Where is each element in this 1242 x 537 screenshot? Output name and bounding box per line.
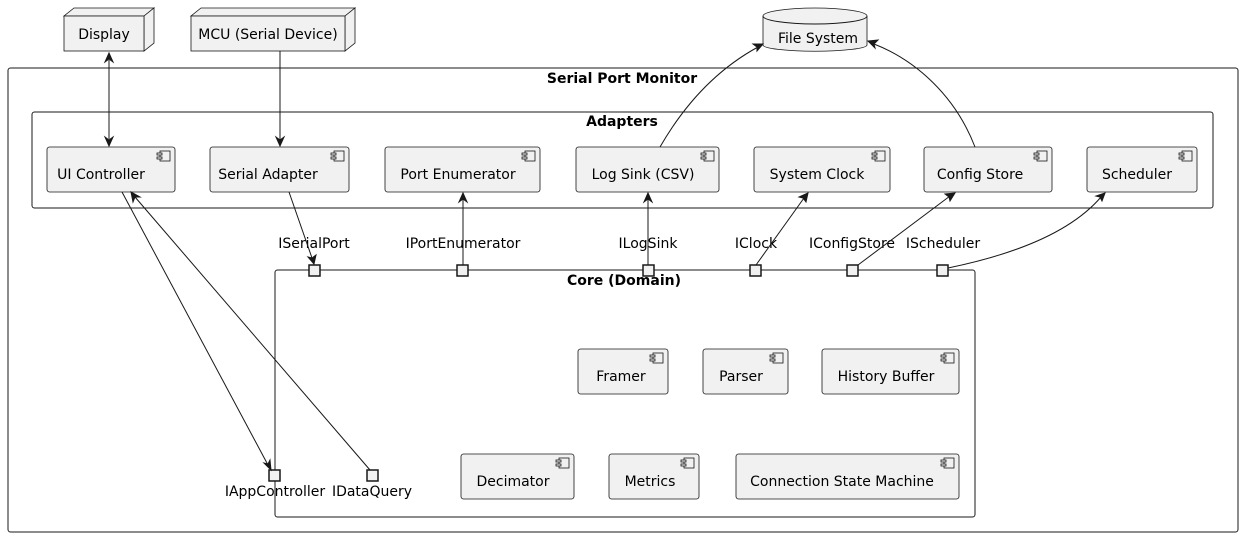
port-enumerator-label: Port Enumerator [400, 167, 515, 183]
idataquery-ui-controller-connector [130, 191, 371, 471]
mcu-label: MCU (Serial Device) [198, 27, 337, 43]
framer-component: Framer [577, 348, 669, 395]
core-title: Core (Domain) [567, 273, 681, 289]
iappcontroller-label: IAppController [225, 484, 326, 500]
idataquery-port [366, 469, 379, 482]
iclock-port [749, 264, 762, 277]
mcu-node: MCU (Serial Device) [189, 7, 357, 52]
serial-adapter-label: Serial Adapter [218, 167, 318, 183]
iserialport-label: ISerialPort [278, 236, 350, 252]
display-label: Display [78, 27, 130, 43]
scheduler-component: Scheduler [1086, 146, 1198, 193]
serial-adapter-iserialport-connector [288, 191, 317, 266]
config-store-file-system-connector [866, 39, 976, 148]
adapters-frame [31, 111, 1214, 209]
metrics-label: Metrics [625, 474, 676, 490]
mcu-serial-adapter-connector [274, 51, 286, 148]
ischeduler-port [936, 264, 949, 277]
component-icon [156, 150, 171, 162]
iappcontroller-port [268, 469, 281, 482]
file-system-label: File System [778, 31, 858, 47]
component-icon [1178, 150, 1193, 162]
framer-label: Framer [596, 369, 646, 385]
iconfigstore-config-store-connector [857, 192, 956, 266]
ischeduler-scheduler-connector [947, 192, 1106, 269]
connection-state-machine-label: Connection State Machine [750, 474, 934, 490]
ui-controller-iappcontroller-connector [121, 191, 272, 472]
scheduler-label: Scheduler [1102, 167, 1172, 183]
log-sink-label: Log Sink (CSV) [592, 167, 695, 183]
connection-state-machine-component: Connection State Machine [735, 453, 960, 500]
component-icon [871, 150, 886, 162]
component-icon [700, 150, 715, 162]
parser-component: Parser [702, 348, 789, 395]
component-icon [649, 352, 664, 364]
adapters-title: Adapters [586, 114, 658, 130]
port-enumerator-component: Port Enumerator [384, 146, 541, 193]
decimator-label: Decimator [476, 474, 549, 490]
iclock-system-clock-connector [755, 192, 809, 266]
core-frame [274, 269, 976, 518]
log-sink-file-system-connector [659, 43, 765, 148]
component-icon [330, 150, 345, 162]
log-sink-component: Log Sink (CSV) [575, 146, 720, 193]
component-icon [940, 352, 955, 364]
system-clock-label: System Clock [770, 167, 866, 183]
serial-port-monitor-frame [7, 67, 1239, 533]
component-icon [769, 352, 784, 364]
component-icon [1033, 150, 1048, 162]
parser-label: Parser [719, 369, 763, 385]
iconfigstore-port [846, 264, 859, 277]
config-store-label: Config Store [937, 167, 1023, 183]
iportenumerator-port [456, 264, 469, 277]
ilogsink-port [642, 264, 655, 277]
decimator-component: Decimator [460, 453, 575, 500]
config-store-component: Config Store [923, 146, 1053, 193]
ischeduler-label: IScheduler [906, 236, 980, 252]
history-buffer-component: History Buffer [821, 348, 960, 395]
iserialport-port [308, 264, 321, 277]
component-icon [521, 150, 536, 162]
iclock-label: IClock [735, 236, 778, 252]
component-icon [555, 457, 570, 469]
ui-controller-label: UI Controller [57, 167, 145, 183]
iconfigstore-label: IConfigStore [809, 236, 895, 252]
component-icon [940, 457, 955, 469]
file-system-database: File System [762, 7, 868, 52]
display-ui-controller-connector [103, 51, 115, 148]
idataquery-label: IDataQuery [332, 484, 412, 500]
serial-adapter-component: Serial Adapter [209, 146, 350, 193]
serial-port-monitor-title: Serial Port Monitor [547, 71, 697, 87]
history-buffer-label: History Buffer [838, 369, 935, 385]
display-node: Display [62, 7, 156, 52]
component-icon [680, 457, 695, 469]
ui-controller-component: UI Controller [46, 146, 176, 193]
system-clock-component: System Clock [753, 146, 891, 193]
iportenumerator-port-enumerator-connector [457, 191, 469, 265]
ilogsink-log-sink-connector [642, 191, 654, 265]
metrics-component: Metrics [608, 453, 700, 500]
